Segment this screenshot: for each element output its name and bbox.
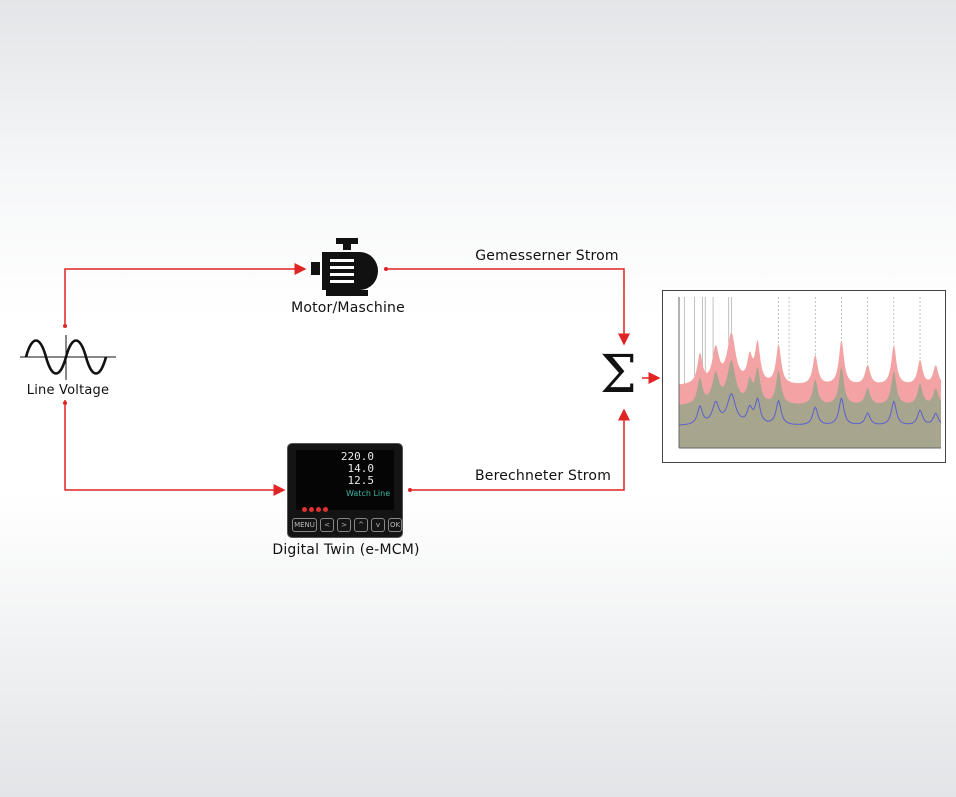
display-value: 12.5 <box>347 474 375 487</box>
right-key[interactable]: > <box>337 518 351 532</box>
display-value: 220.0 <box>340 450 374 463</box>
digital-twin-device: 220.0 14.0 12.5 Watch Line MENU < > ^ v … <box>288 444 402 537</box>
wire-voltage-to-twin <box>64 400 286 496</box>
summation-symbol: Σ <box>600 345 637 405</box>
motor-icon <box>311 238 378 296</box>
digital-twin-label: Digital Twin (e-MCM) <box>272 542 420 558</box>
down-key[interactable]: v <box>371 518 385 532</box>
wire-voltage-to-motor <box>64 263 307 326</box>
spectrum-plot <box>678 297 942 449</box>
ok-key[interactable]: OK <box>388 518 402 532</box>
middle-envelope-area <box>679 360 941 448</box>
wire-motor-to-sum <box>386 268 630 346</box>
led-indicator <box>309 507 314 512</box>
led-indicator <box>316 507 321 512</box>
wire-twin-to-sum <box>410 408 630 491</box>
calculated-current-label: Berechneter Strom <box>474 468 612 484</box>
led-indicator <box>302 507 307 512</box>
device-screen: 220.0 14.0 12.5 Watch Line <box>296 450 394 510</box>
sine-wave-icon <box>20 335 116 380</box>
left-key[interactable]: < <box>320 518 334 532</box>
current-spectrum-chart <box>662 290 946 463</box>
motor-label: Motor/Maschine <box>291 300 405 316</box>
display-value: 14.0 <box>347 462 375 475</box>
measured-spectrum-line <box>678 392 942 448</box>
measured-current-label: Gemesserner Strom <box>475 248 619 264</box>
led-indicator <box>323 507 328 512</box>
display-status: Watch Line <box>346 489 391 498</box>
up-key[interactable]: ^ <box>354 518 368 532</box>
line-voltage-label: Line Voltage <box>26 383 110 398</box>
menu-key[interactable]: MENU <box>292 518 317 532</box>
